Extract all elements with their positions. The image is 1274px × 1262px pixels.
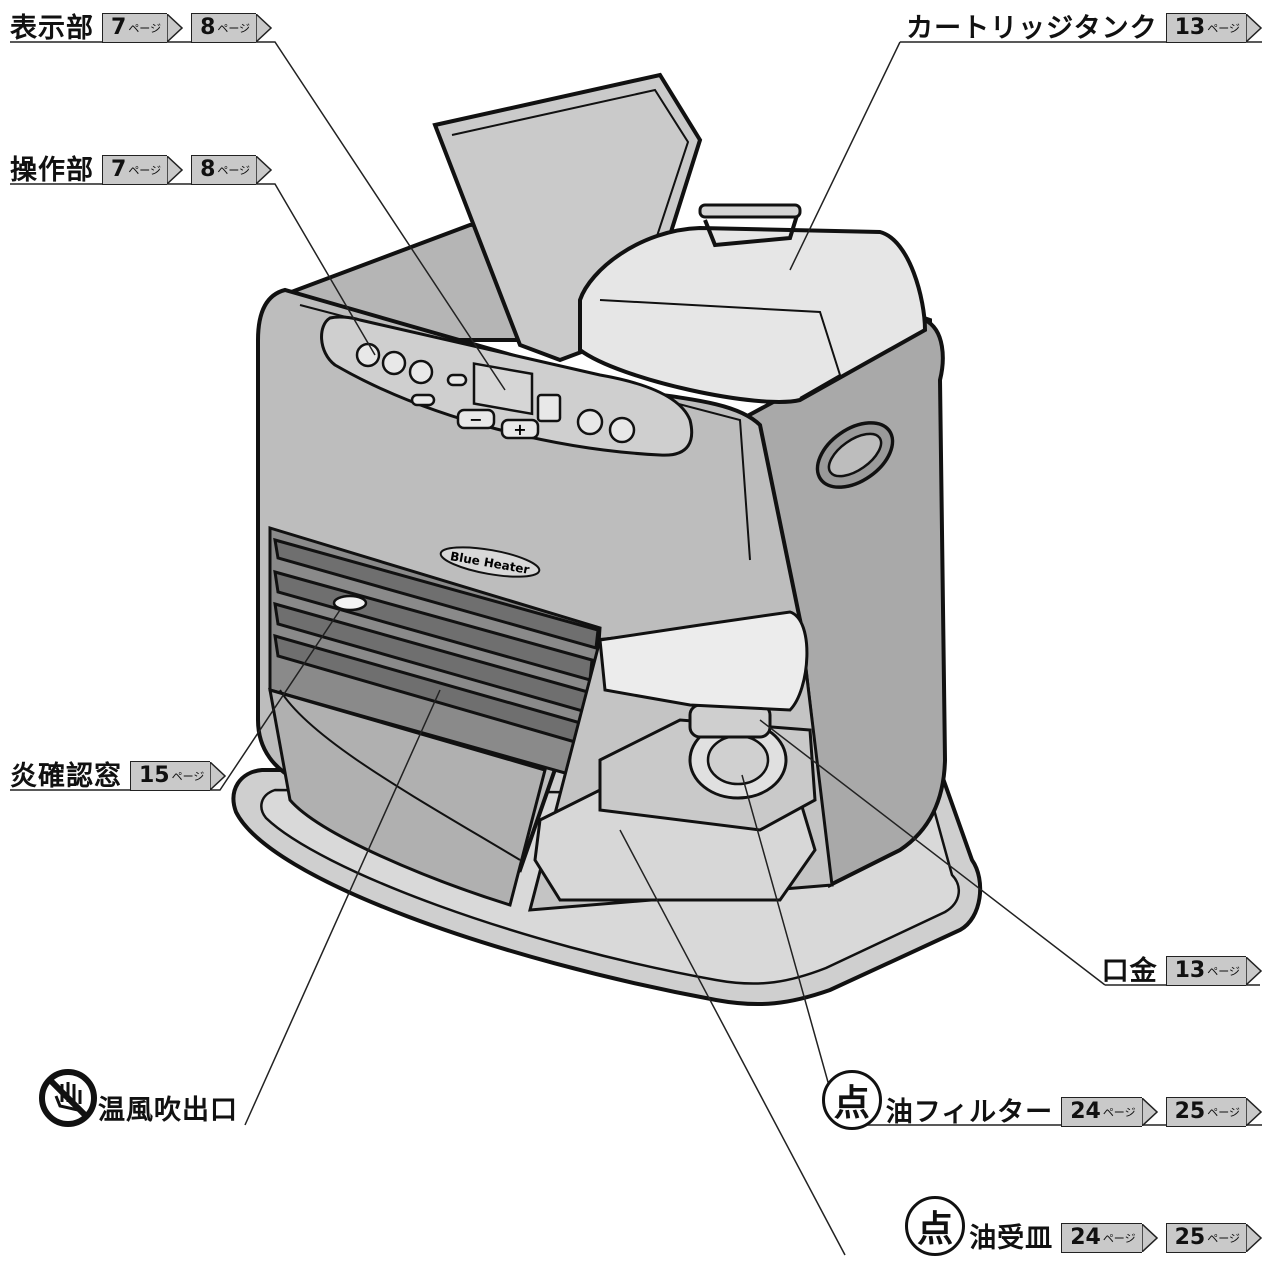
inspection-badge: 点: [905, 1196, 965, 1256]
label-oil-tray-text: 油受皿: [969, 1225, 1053, 1252]
plus-button-label: +: [513, 420, 526, 439]
label-hot-air-outlet: 温風吹出口: [98, 1097, 238, 1124]
label-hot-air-text: 温風吹出口: [98, 1097, 238, 1124]
label-display-text: 表示部: [10, 15, 94, 42]
display-screen: [474, 364, 532, 414]
label-cap-text: 口金: [1102, 958, 1158, 985]
minus-button-label: −: [469, 410, 482, 429]
label-cartridge-text: カートリッジタンク: [906, 15, 1157, 42]
flame-window: [334, 596, 366, 610]
label-oil-filter-text: 油フィルター: [886, 1099, 1053, 1126]
no-touch-hand-icon: [42, 1072, 94, 1124]
label-operation-text: 操作部: [10, 157, 94, 184]
label-flame-window-text: 炎確認窓: [10, 763, 122, 790]
inspection-badge: 点: [822, 1070, 882, 1130]
